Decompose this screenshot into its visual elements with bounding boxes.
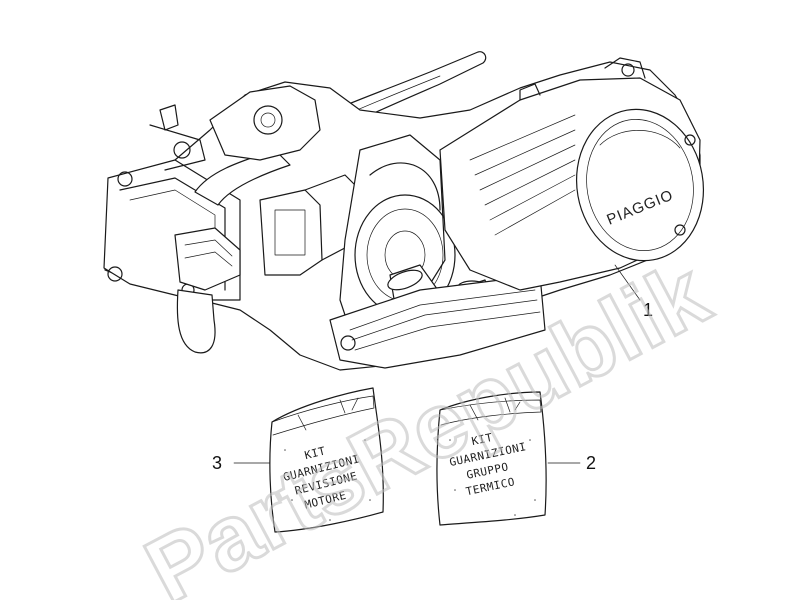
gasket-kit-bag-3 bbox=[269, 387, 384, 533]
gasket-kit-bag-2 bbox=[436, 391, 547, 526]
bag-texture bbox=[284, 439, 536, 521]
callout-2-number: 2 bbox=[586, 453, 596, 473]
callout-3: 3 bbox=[212, 453, 271, 473]
callout-1: 1 bbox=[614, 264, 653, 320]
engine-assembly: PIAGGIO bbox=[103, 51, 705, 371]
callout-3-number: 3 bbox=[212, 453, 222, 473]
kit-3-line-1: KIT bbox=[303, 444, 327, 462]
callout-1-number: 1 bbox=[643, 300, 653, 320]
kit-2-line-1: KIT bbox=[470, 431, 494, 448]
callout-2: 2 bbox=[547, 453, 596, 473]
